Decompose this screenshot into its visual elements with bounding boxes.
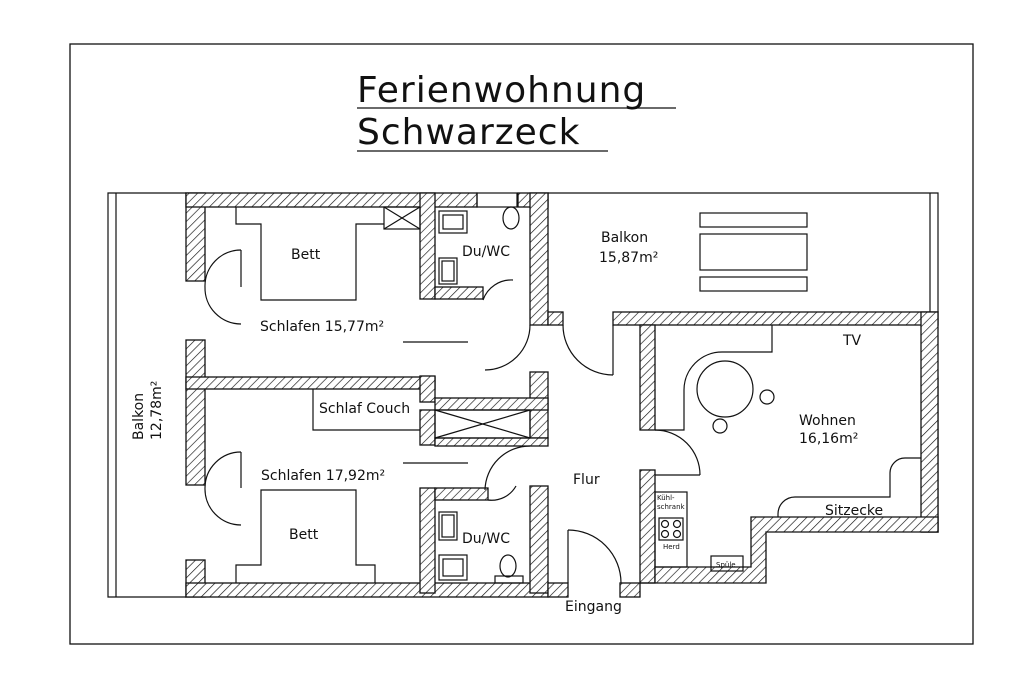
doors xyxy=(204,249,701,584)
kitchen: Kühl- schrank Herd Spüle xyxy=(654,491,744,572)
title-block: Ferienwohnung Schwarzeck xyxy=(357,70,676,153)
balkon-west: Balkon 12,78m² xyxy=(131,381,165,440)
outer-frame xyxy=(69,43,974,645)
schlafen-1-label: Schlafen 15,77m² xyxy=(260,319,384,335)
schlaf-couch-label: Schlaf Couch xyxy=(319,401,410,417)
bed-2-label: Bett xyxy=(289,527,319,543)
schlaf-couch: Schlaf Couch xyxy=(312,389,420,431)
bath-1-label: Du/WC xyxy=(462,244,510,260)
bed-1-label: Bett xyxy=(291,247,321,263)
herd-label: Herd xyxy=(663,543,680,551)
wohnen-area: 16,16m² xyxy=(799,431,858,447)
tv-label: TV xyxy=(842,333,862,349)
title-line1: Ferienwohnung xyxy=(357,70,646,111)
schlafen-2-label: Schlafen 17,92m² xyxy=(261,468,385,484)
balkon-west-name: Balkon xyxy=(131,393,147,440)
balcony-outlines xyxy=(107,192,939,598)
eingang-label: Eingang xyxy=(565,599,622,615)
balkon-north-area: 15,87m² xyxy=(599,250,658,266)
balkon-north-name: Balkon xyxy=(601,230,648,246)
bath-2-label: Du/WC xyxy=(462,531,510,547)
title-line2: Schwarzeck xyxy=(357,112,580,153)
walls xyxy=(185,192,939,598)
flur-label: Flur xyxy=(573,472,600,488)
kuehlschrank-label-b: schrank xyxy=(657,503,686,511)
bed-2: Bett xyxy=(235,489,376,583)
bed-1: Bett xyxy=(235,207,384,301)
kuehlschrank-label-a: Kühl- xyxy=(657,494,675,502)
spuele-label: Spüle xyxy=(716,561,736,569)
balkon-west-area: 12,78m² xyxy=(149,381,165,440)
wardrobes xyxy=(383,206,531,439)
sitzecke-label: Sitzecke xyxy=(825,503,883,519)
living-furniture xyxy=(655,325,921,517)
balcony-loungers xyxy=(699,212,808,292)
bath-2-fixtures xyxy=(438,511,524,584)
room-labels: Balkon 12,78m² Balkon 15,87m² Schlafen 1… xyxy=(131,230,883,615)
bath-1-fixtures xyxy=(438,192,520,285)
wohnen-name: Wohnen xyxy=(799,413,856,429)
